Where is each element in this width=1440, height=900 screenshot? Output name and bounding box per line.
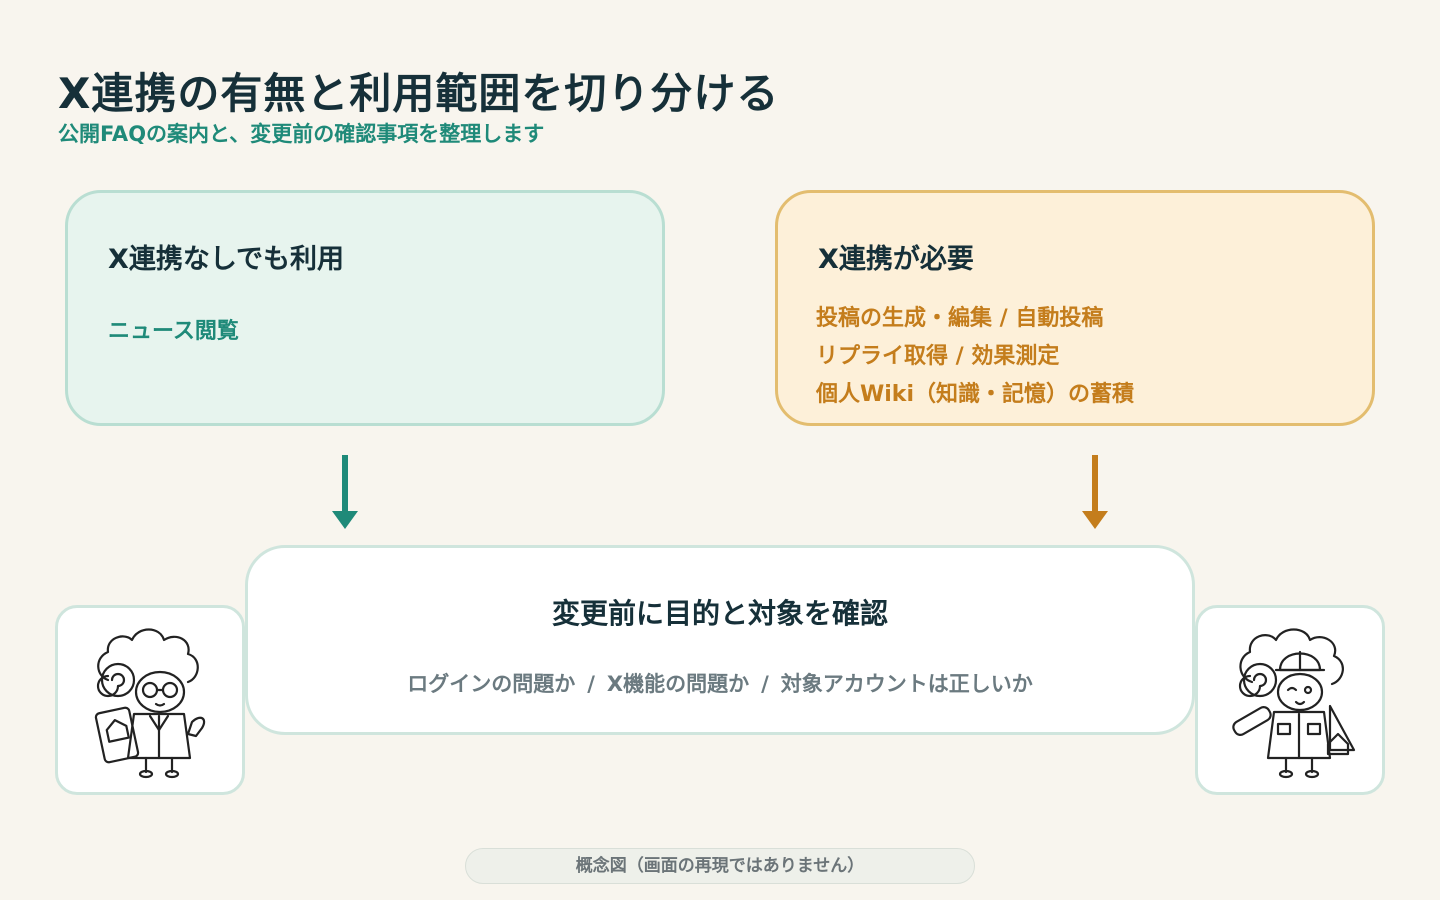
- check-item: ログインの問題か: [407, 672, 576, 696]
- x-link-required-heading: X連携が必要: [818, 244, 974, 275]
- x-link-required-item: 個人Wiki（知識・記憶）の蓄積: [816, 382, 1134, 407]
- no-x-link-box: X連携なしでも利用 ニュース閲覧: [65, 190, 665, 426]
- no-x-link-item: ニュース閲覧: [108, 319, 239, 344]
- pre-change-check-list: ログインの問題か / X機能の問題か / 対象アカウントは正しいか: [248, 668, 1192, 698]
- sheep-builder-icon: [1232, 628, 1356, 779]
- character-card-right: [1195, 605, 1385, 795]
- pre-change-check-heading: 変更前に目的と対象を確認: [551, 597, 888, 630]
- check-item: X機能の問題か: [606, 672, 750, 696]
- page-subtitle: 公開FAQの案内と、変更前の確認事項を整理します: [58, 122, 545, 146]
- separator: /: [761, 672, 769, 696]
- x-link-required-item: 投稿の生成・編集 / 自動投稿: [816, 306, 1104, 331]
- arrow-down-icon: [1082, 455, 1108, 529]
- x-link-required-box: X連携が必要 投稿の生成・編集 / 自動投稿 リプライ取得 / 効果測定 個人W…: [775, 190, 1375, 426]
- page-title: X連携の有無と利用範囲を切り分ける: [58, 69, 780, 118]
- separator: /: [587, 672, 595, 696]
- check-item: 対象アカウントは正しいか: [780, 672, 1033, 696]
- sheep-scholar-icon: [94, 628, 206, 779]
- character-card-left: [55, 605, 245, 795]
- no-x-link-list: ニュース閲覧: [108, 313, 239, 351]
- no-x-link-heading: X連携なしでも利用: [108, 244, 345, 275]
- x-link-required-list: 投稿の生成・編集 / 自動投稿 リプライ取得 / 効果測定 個人Wiki（知識・…: [816, 300, 1134, 414]
- arrow-down-icon: [332, 455, 358, 529]
- pre-change-check-box: 変更前に目的と対象を確認 ログインの問題か / X機能の問題か / 対象アカウントは正し…: [245, 545, 1195, 735]
- diagram-note: 概念図（画面の再現ではありません）: [465, 848, 975, 884]
- x-link-required-item: リプライ取得 / 効果測定: [816, 344, 1060, 369]
